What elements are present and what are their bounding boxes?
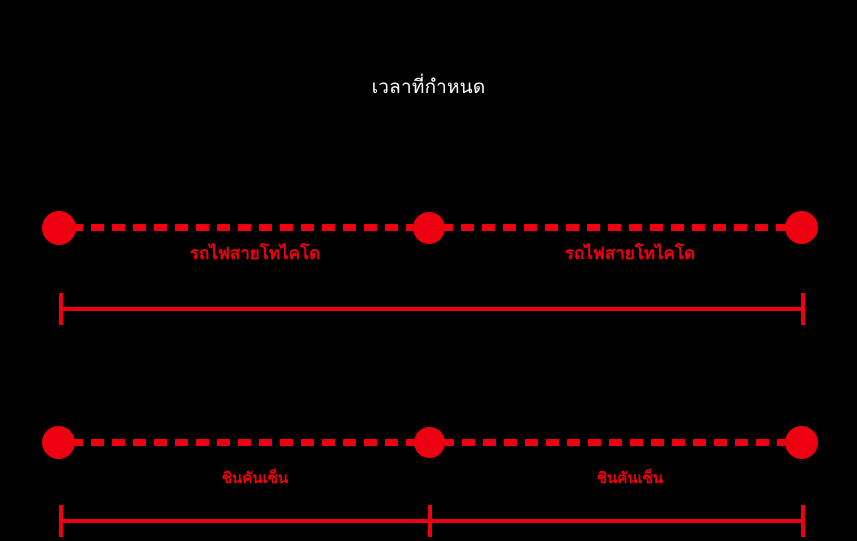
bracket-tick-start [59,293,63,325]
segment-label-right: รถไฟสายโทไคโด [564,244,696,264]
duration-bracket-shinkansen [0,505,857,537]
dashed-connector-right [441,439,791,446]
dashed-connector-left [70,224,420,231]
page-title: เวลาที่กำหนด [371,76,486,98]
bracket-tick-middle [428,505,432,537]
bracket-bar [61,307,805,311]
timeline-row-shinkansen: ชินคันเซ็น ชินคันเซ็น [0,411,857,541]
segment-label-right: ชินคันเซ็น [596,469,664,487]
node-end [785,426,818,459]
bracket-tick-end [801,505,805,537]
node-middle [413,212,445,244]
bracket-tick-start [59,505,63,537]
dashed-connector-right [440,224,792,231]
dashed-connector-left [70,439,418,446]
segment-label-left: รถไฟสายโทไคโด [189,244,321,264]
bracket-bar [61,519,805,523]
node-end [785,211,818,244]
segment-label-left: ชินคันเซ็น [221,469,289,487]
node-start [42,426,75,459]
bracket-tick-end [801,293,805,325]
timeline-row-tokaido: รถไฟสายโทไคโด รถไฟสายโทไคโด [0,196,857,336]
node-middle [414,427,445,458]
node-start [42,211,76,245]
duration-bracket-tokaido [0,293,857,325]
